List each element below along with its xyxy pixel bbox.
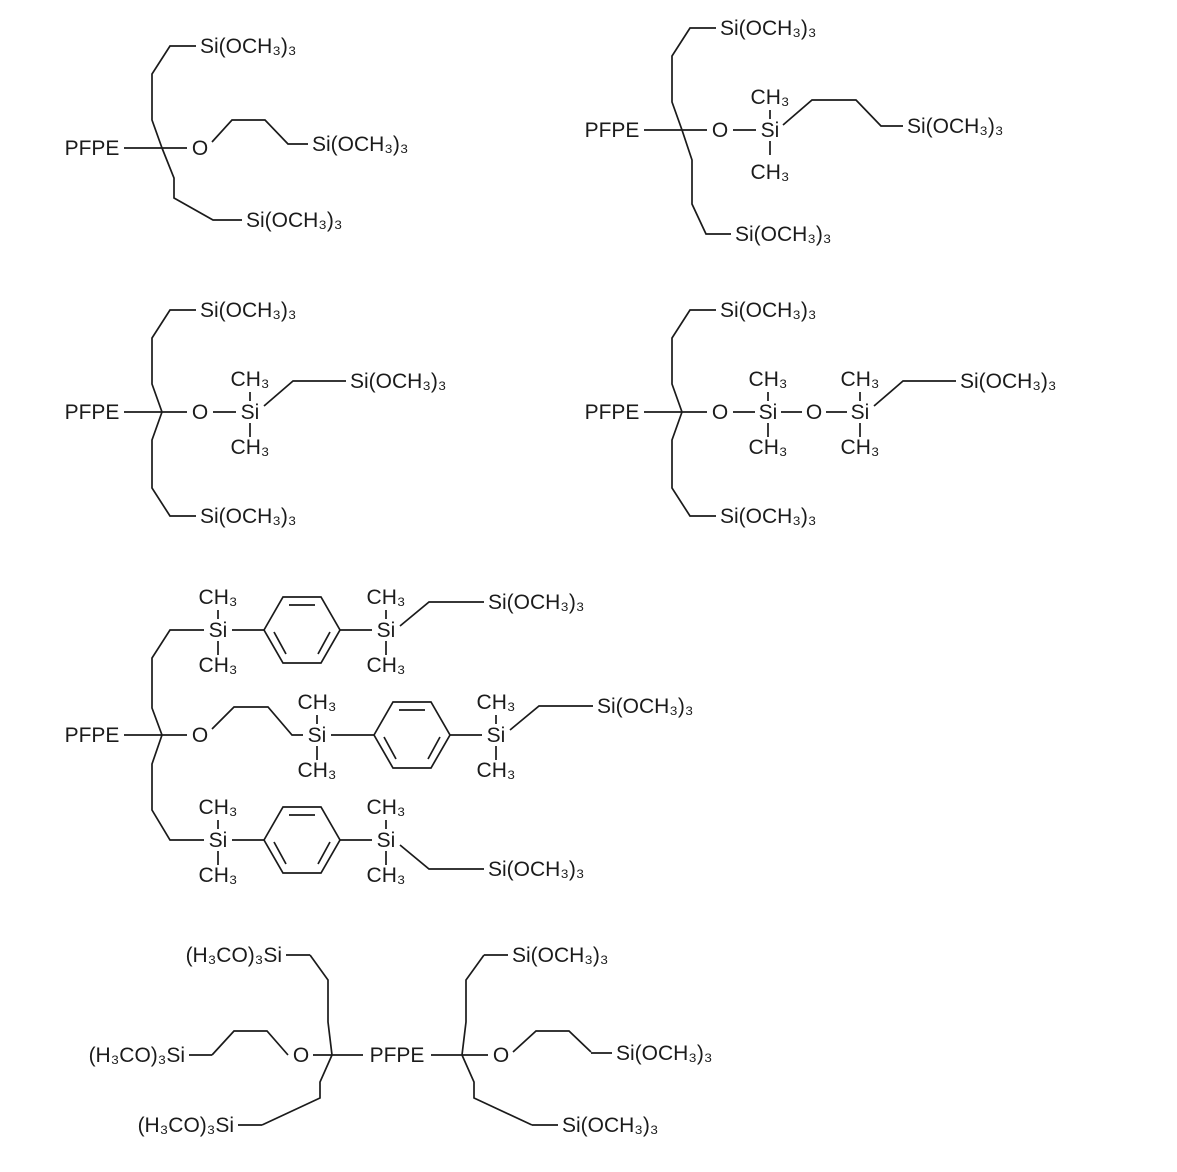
silane-label: Si(OCH₃)₃ (488, 591, 584, 614)
silane-label: Si(OCH₃)₃ (512, 944, 608, 967)
oxygen-label: O (806, 401, 822, 424)
methyl-label: CH₃ (199, 864, 238, 887)
oxygen-label: O (192, 137, 208, 160)
methyl-label: CH₃ (749, 436, 788, 459)
oxygen-label: O (712, 401, 728, 424)
pfpe-label: PFPE (65, 724, 120, 747)
oxygen-label: O (192, 724, 208, 747)
bond-network (124, 601, 593, 870)
methyl-label: CH₃ (477, 691, 516, 714)
methyl-label: CH₃ (367, 586, 406, 609)
bond-network (124, 309, 346, 517)
bond-network (644, 309, 956, 517)
silane-label: Si(OCH₃)₃ (720, 505, 816, 528)
silane-label: Si(OCH₃)₃ (200, 299, 296, 322)
methyl-label: CH₃ (367, 864, 406, 887)
silicon-label: Si (487, 724, 506, 747)
structure-6: (H₃CO)₃Si (H₃CO)₃Si (H₃CO)₃Si O PFPE O S… (89, 944, 713, 1137)
silane-label: Si(OCH₃)₃ (735, 223, 831, 246)
pfpe-label: PFPE (585, 119, 640, 142)
silicon-label: Si (761, 119, 780, 142)
silicon-label: Si (209, 619, 228, 642)
silicon-label: Si (308, 724, 327, 747)
methyl-label: CH₃ (199, 586, 238, 609)
benzene-ring (373, 701, 451, 769)
methyl-label: CH₃ (199, 654, 238, 677)
structure-2: PFPE Si(OCH₃)₃ O CH₃ Si CH₃ Si(OCH₃)₃ Si… (585, 17, 1004, 246)
methyl-label: CH₃ (367, 654, 406, 677)
silane-label: Si(OCH₃)₃ (246, 209, 342, 232)
methyl-label: CH₃ (751, 86, 790, 109)
silane-label: Si(OCH₃)₃ (616, 1042, 712, 1065)
methyl-label: CH₃ (367, 796, 406, 819)
bond-network (189, 954, 612, 1126)
methyl-label: CH₃ (231, 368, 270, 391)
oxygen-label: O (293, 1044, 309, 1067)
silane-label: Si(OCH₃)₃ (720, 299, 816, 322)
structure-1: PFPE Si(OCH₃)₃ O Si(OCH₃)₃ Si(OCH₃)₃ (65, 35, 409, 232)
silane-label: Si(OCH₃)₃ (720, 17, 816, 40)
silicon-label: Si (241, 401, 260, 424)
pfpe-label: PFPE (370, 1044, 425, 1067)
silane-reversed-label: (H₃CO)₃Si (89, 1044, 185, 1067)
bond-network (124, 45, 308, 221)
silicon-label: Si (209, 829, 228, 852)
silane-label: Si(OCH₃)₃ (488, 858, 584, 881)
silane-label: Si(OCH₃)₃ (562, 1114, 658, 1137)
benzene-ring (263, 596, 341, 664)
pfpe-label: PFPE (65, 401, 120, 424)
silicon-label: Si (377, 619, 396, 642)
structure-4: PFPE Si(OCH₃)₃ O CH₃ Si CH₃ O CH₃ Si CH₃… (585, 299, 1057, 528)
methyl-label: CH₃ (751, 161, 790, 184)
methyl-label: CH₃ (199, 796, 238, 819)
methyl-label: CH₃ (298, 691, 337, 714)
oxygen-label: O (192, 401, 208, 424)
silane-label: Si(OCH₃)₃ (350, 370, 446, 393)
methyl-label: CH₃ (749, 368, 788, 391)
silane-label: Si(OCH₃)₃ (200, 35, 296, 58)
silicon-label: Si (377, 829, 396, 852)
silane-reversed-label: (H₃CO)₃Si (138, 1114, 234, 1137)
methyl-label: CH₃ (231, 436, 270, 459)
benzene-ring (263, 806, 341, 874)
silane-label: Si(OCH₃)₃ (907, 115, 1003, 138)
silicon-label: Si (851, 401, 870, 424)
silane-label: Si(OCH₃)₃ (312, 133, 408, 156)
methyl-label: CH₃ (477, 759, 516, 782)
structure-3: PFPE Si(OCH₃)₃ O CH₃ Si CH₃ Si(OCH₃)₃ Si… (65, 299, 447, 528)
silane-label: Si(OCH₃)₃ (597, 695, 693, 718)
methyl-label: CH₃ (841, 436, 880, 459)
methyl-label: CH₃ (841, 368, 880, 391)
methyl-label: CH₃ (298, 759, 337, 782)
silicon-label: Si (759, 401, 778, 424)
pfpe-label: PFPE (65, 137, 120, 160)
oxygen-label: O (712, 119, 728, 142)
oxygen-label: O (493, 1044, 509, 1067)
silane-label: Si(OCH₃)₃ (960, 370, 1056, 393)
silane-label: Si(OCH₃)₃ (200, 505, 296, 528)
silane-reversed-label: (H₃CO)₃Si (186, 944, 282, 967)
structure-5: PFPE CH₃ Si CH₃ CH₃ Si CH₃ Si(OCH₃)₃ O C… (65, 586, 694, 887)
bond-network (644, 27, 903, 235)
pfpe-label: PFPE (585, 401, 640, 424)
